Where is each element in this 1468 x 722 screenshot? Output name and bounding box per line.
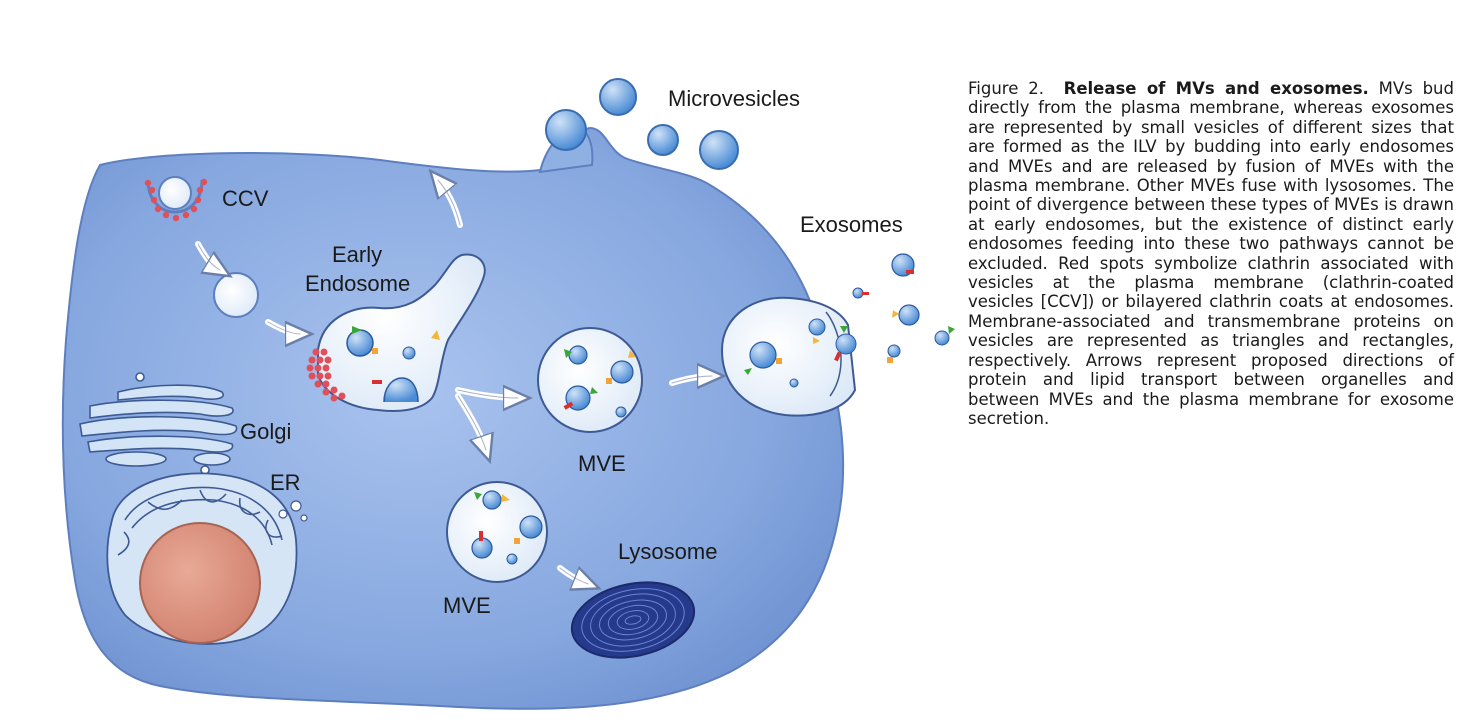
nucleus — [139, 522, 261, 644]
label-er: ER — [270, 470, 301, 495]
microvesicle — [699, 130, 739, 170]
transport-arrows-outline — [197, 179, 713, 585]
golgi — [79, 372, 238, 475]
figure-caption: Figure 2. Release of MVs and exosomes. M… — [968, 79, 1454, 428]
label-mve-upper: MVE — [578, 451, 626, 476]
caption-title: Release of MVs and exosomes. — [1063, 79, 1369, 98]
label-ccv: CCV — [222, 186, 269, 211]
mve-upper — [537, 327, 643, 433]
released-exosomes — [852, 253, 955, 363]
label-exosomes: Exosomes — [800, 212, 903, 237]
mve-lower — [446, 481, 548, 583]
exosome-release-diagram: Microvesicles CCV Early Endosome Exosome… — [61, 78, 955, 710]
lysosome — [570, 581, 696, 659]
label-early-endosome-1: Early — [332, 242, 382, 267]
microvesicle — [599, 78, 637, 116]
mve-fusing — [720, 296, 857, 417]
caption-body: MVs bud directly from the plasma membran… — [968, 79, 1454, 428]
label-mve-lower: MVE — [443, 593, 491, 618]
label-golgi: Golgi — [240, 419, 291, 444]
caption-figure-number: Figure 2. — [968, 79, 1044, 98]
label-microvesicles: Microvesicles — [668, 86, 800, 111]
clathrin-coated-pit — [144, 176, 208, 222]
early-endosome — [306, 253, 486, 412]
label-lysosome: Lysosome — [618, 539, 717, 564]
microvesicle — [545, 109, 587, 151]
uncoated-vesicle — [213, 272, 259, 318]
label-early-endosome-2: Endosome — [305, 271, 410, 296]
microvesicle — [647, 124, 679, 156]
